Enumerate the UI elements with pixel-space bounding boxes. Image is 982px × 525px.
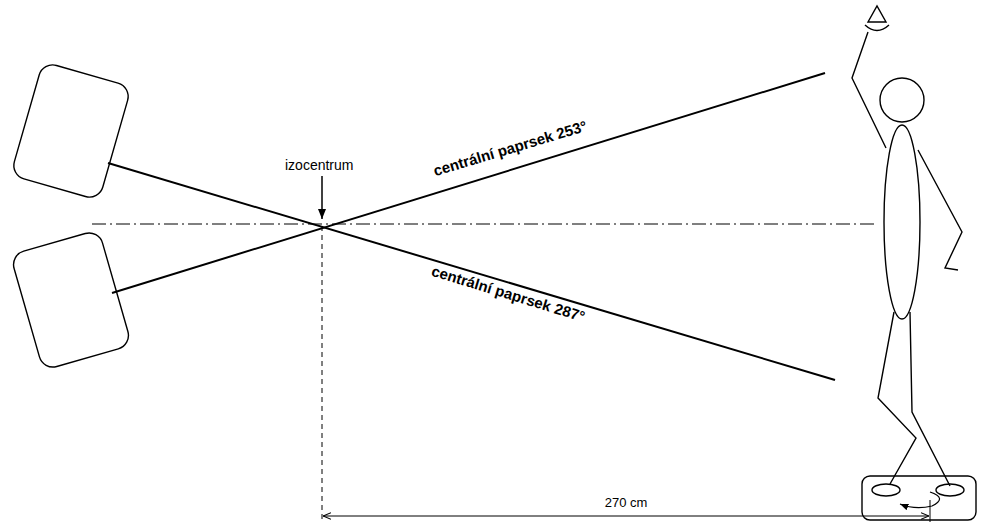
dimension-line (323, 516, 929, 517)
guide-line (930, 500, 931, 522)
rotating-platform (862, 476, 976, 520)
guide-line (322, 226, 323, 520)
patient-figure (852, 6, 964, 496)
pointer-arrow (321, 176, 323, 219)
beam-label: centrální paprsek 287° (428, 262, 589, 326)
axis-line (92, 224, 875, 225)
tube-housing (10, 230, 132, 371)
dimension-label: 270 cm (603, 496, 650, 510)
central-beam (112, 73, 825, 293)
point-label: izocentrum (283, 158, 355, 173)
rotation-arrow (900, 492, 940, 508)
central-beam (108, 163, 835, 380)
tube-housing (11, 62, 132, 201)
